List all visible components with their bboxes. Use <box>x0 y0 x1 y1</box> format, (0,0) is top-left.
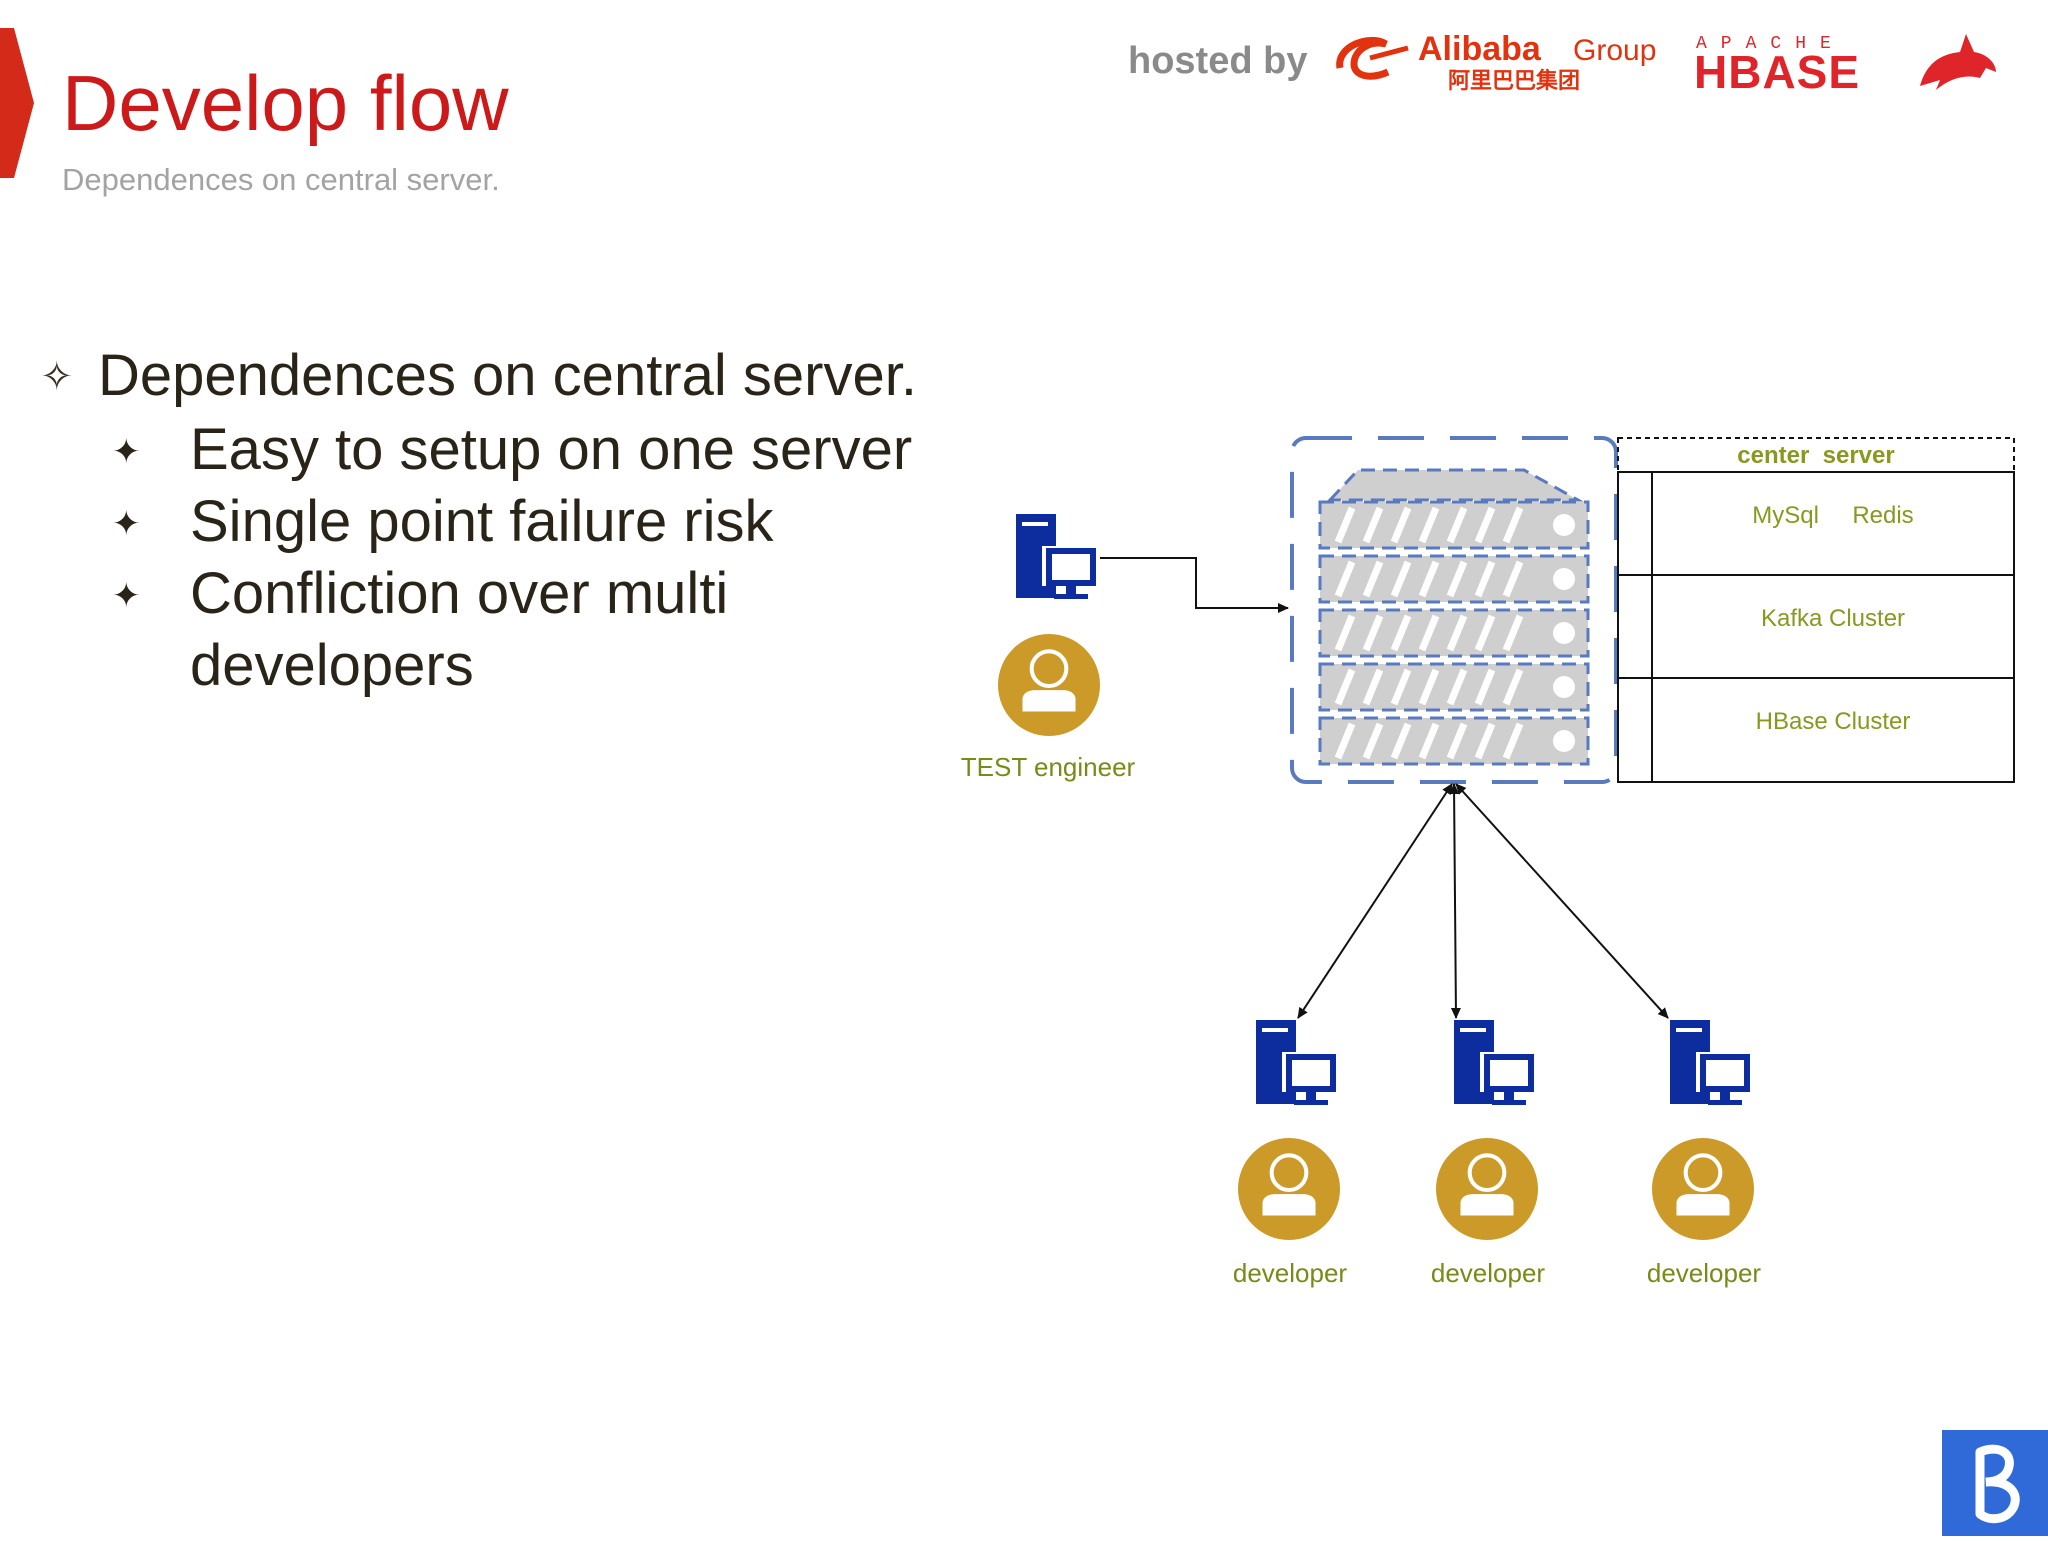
four-point-star-bullet-icon: ✦ <box>112 504 141 544</box>
test-engineer-computer-icon <box>1016 514 1098 599</box>
alibaba-logo-cn-text: 阿里巴巴集团 <box>1448 68 1580 94</box>
slide-subtitle: Dependences on central server. <box>62 162 500 197</box>
server-developer-3-arrow <box>1455 783 1669 1019</box>
server-rack-icon <box>1290 436 1618 784</box>
center-server-row-kafka: Kafka Cluster <box>1760 605 1906 632</box>
sub-bullet-2-text: Single point failure risk <box>190 489 774 554</box>
center-server-table <box>1617 437 2015 783</box>
four-point-star-bullet-icon: ✦ <box>112 432 141 472</box>
developer-1-person-icon <box>1238 1138 1340 1240</box>
server-developer-2-arrow <box>1449 783 1461 1019</box>
sub-bullet-3: ✦ Confliction over multi developers <box>40 558 960 702</box>
test-engineer-label: TEST engineer <box>960 752 1136 782</box>
alibaba-group-logo: Alibaba Group 阿里巴巴集团 <box>1336 30 1656 94</box>
b-logo-icon <box>1975 1444 2020 1524</box>
developer-2-computer-icon <box>1454 1020 1536 1105</box>
bullet-list: ✧ Dependences on central server. ✦ Easy … <box>40 340 960 702</box>
diamond-outline-bullet-icon: ✧ <box>40 354 74 400</box>
center-server-row-hbase: HBase Cluster <box>1755 708 1911 735</box>
svg-text:Alibaba: Alibaba <box>1418 30 1542 68</box>
center-server-title: center server <box>1737 442 1895 469</box>
svg-text:APACHE: APACHE <box>1696 34 1845 54</box>
developer-2-person-icon <box>1436 1138 1538 1240</box>
server-developer-1-arrow <box>1297 783 1453 1019</box>
developer-1-computer-icon <box>1256 1020 1338 1105</box>
developer-2-label: developer <box>1430 1258 1546 1288</box>
developer-3-person-icon <box>1652 1138 1754 1240</box>
center-server-row-mysql-redis: MySql Redis <box>1752 502 1914 529</box>
apache-hbase-logo: APACHE HBASE <box>1694 34 1996 98</box>
test-engineer-person-icon <box>998 634 1100 736</box>
svg-text:HBASE: HBASE <box>1694 46 1860 98</box>
test-to-server-arrow <box>1100 557 1289 613</box>
svg-text:Group: Group <box>1573 34 1656 67</box>
sub-bullet-1-text: Easy to setup on one server <box>190 417 913 482</box>
title-accent-bar <box>0 28 34 178</box>
bullet-main: ✧ Dependences on central server. <box>40 340 960 414</box>
developer-1-label: developer <box>1232 1258 1348 1288</box>
developer-3-computer-icon <box>1670 1020 1752 1105</box>
four-point-star-bullet-icon: ✦ <box>112 576 141 616</box>
bullet-main-text: Dependences on central server. <box>98 343 917 408</box>
corner-b-logo <box>1942 1430 2048 1536</box>
sub-bullet-3-text: Confliction over multi developers <box>190 561 729 698</box>
developer-3-label: developer <box>1646 1258 1762 1288</box>
sub-bullet-2: ✦ Single point failure risk <box>40 486 960 558</box>
sub-bullet-1: ✦ Easy to setup on one server <box>40 414 960 486</box>
slide-title: Develop flow <box>62 59 509 147</box>
hosted-by-label: hosted by <box>1128 40 1308 82</box>
